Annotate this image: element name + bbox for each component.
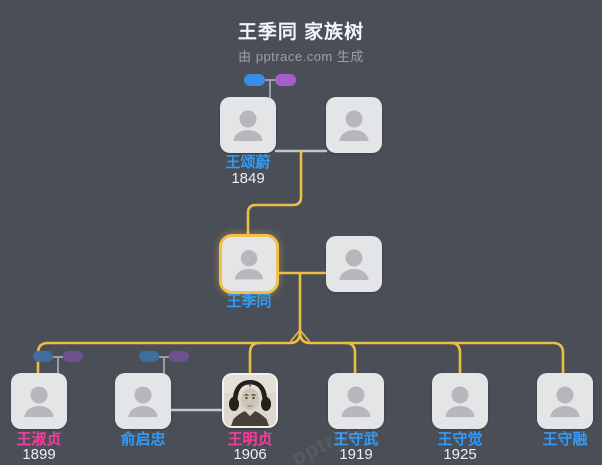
person-name: 王淑贞 [16,431,62,448]
person-silhouette-icon [339,249,369,280]
person-card-g2-spouse[interactable] [326,236,382,292]
person-name: 王明贞 [227,431,273,448]
connector-drop-child3 [248,341,261,375]
connector-fan-flare [290,329,310,342]
person-card-self[interactable] [219,234,279,294]
person-birth-year: 1925 [443,446,477,463]
connector-rail-right [298,330,565,375]
connector-child1-minipair [53,356,63,374]
person-silhouette-icon [339,110,369,141]
page-subtitle: 由 pptrace.com 生成 [238,49,364,64]
mini-father-node[interactable] [33,351,53,362]
person-silhouette-icon [235,250,263,280]
person-birth-year: 1919 [339,446,373,463]
person-card-child-4[interactable] [328,373,384,429]
person-silhouette-icon [445,386,475,417]
connector-parents-to-self [246,149,303,239]
mini-mother-node[interactable] [63,351,83,362]
person-card-g1-father[interactable] [220,97,276,153]
connector-g1-minipair [265,79,275,98]
person-birth-year: 1899 [22,446,56,463]
person-name: 王守武 [333,431,379,448]
person-name: 俞启忠 [120,431,166,448]
person-name: 王守融 [542,431,588,448]
mini-father-node[interactable] [244,74,265,86]
person-birth-year: 1849 [231,170,265,187]
person-name: 王颂蔚 [225,154,271,171]
mini-father-node[interactable] [139,351,159,362]
person-card-child-6[interactable] [537,373,593,429]
person-card-child-spouse[interactable] [115,373,171,429]
person-card-g1-mother[interactable] [326,97,382,153]
portrait-photo [224,375,276,426]
connector-drop-child4 [344,341,357,375]
person-card-child-1[interactable] [11,373,67,429]
person-silhouette-icon [550,386,580,417]
connector-rail-left [36,330,302,375]
person-silhouette-icon [233,110,263,141]
mini-mother-node[interactable] [169,351,189,362]
person-card-child-3[interactable] [222,373,278,428]
person-name: 王守觉 [437,431,483,448]
person-card-child-5[interactable] [432,373,488,429]
connector-drop-child5 [449,341,462,375]
connector-child2-minipair [159,356,169,374]
person-silhouette-icon [341,386,371,417]
mini-mother-node[interactable] [275,74,296,86]
page-title: 王季同 家族树 [237,22,365,43]
person-birth-year: 1906 [233,446,267,463]
person-silhouette-icon [24,386,54,417]
person-silhouette-icon [128,386,158,417]
person-name: 王季同 [226,293,272,310]
